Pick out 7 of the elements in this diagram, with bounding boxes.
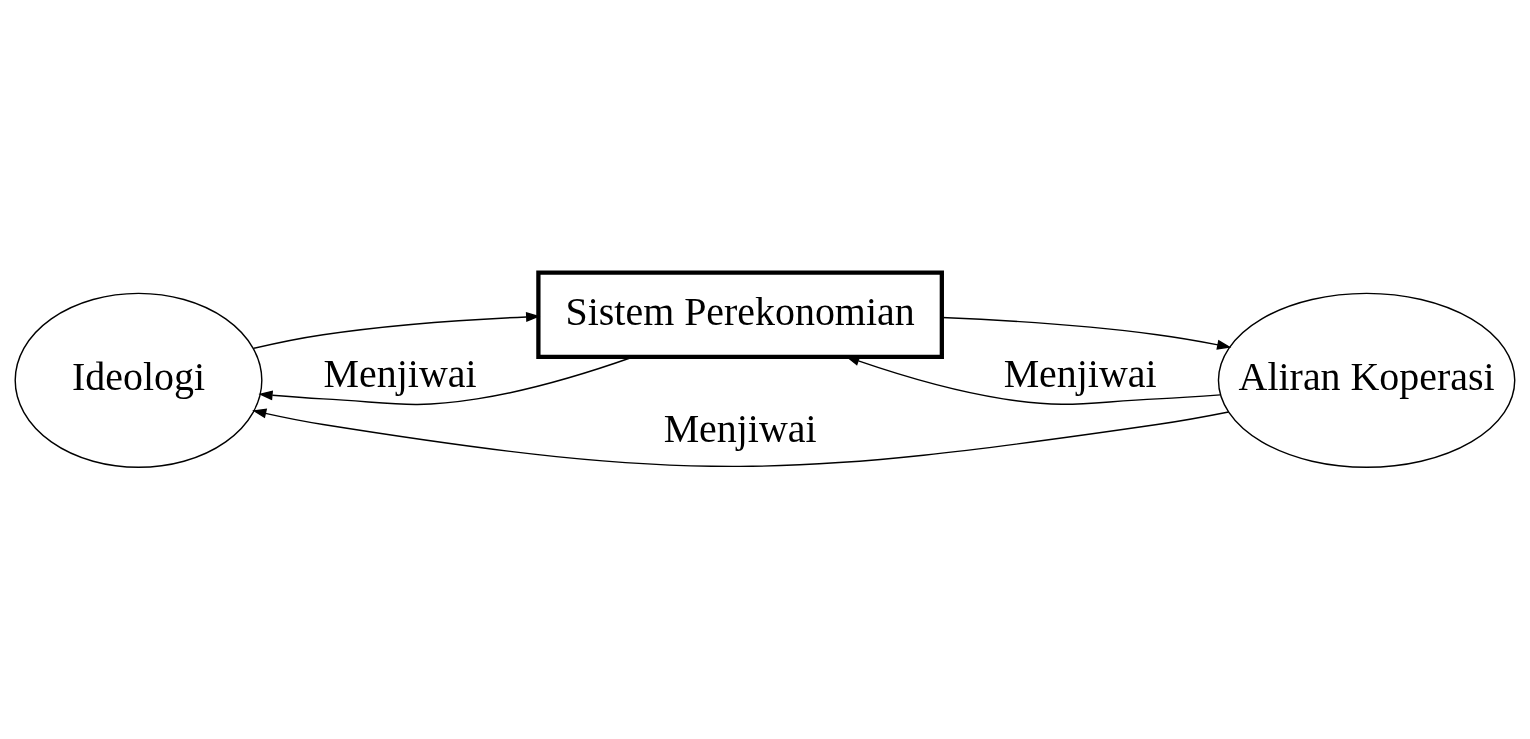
arrow: [252, 408, 1230, 467]
node-ellipse: Ideologi: [14, 292, 263, 468]
edge-label: Menjiwai: [323, 350, 477, 396]
edge-label: Menjiwai: [663, 405, 817, 451]
edge-label: Menjiwai: [1003, 350, 1157, 396]
arrow: [941, 316, 1232, 350]
node-box: Sistem Perekonomian: [536, 270, 944, 359]
